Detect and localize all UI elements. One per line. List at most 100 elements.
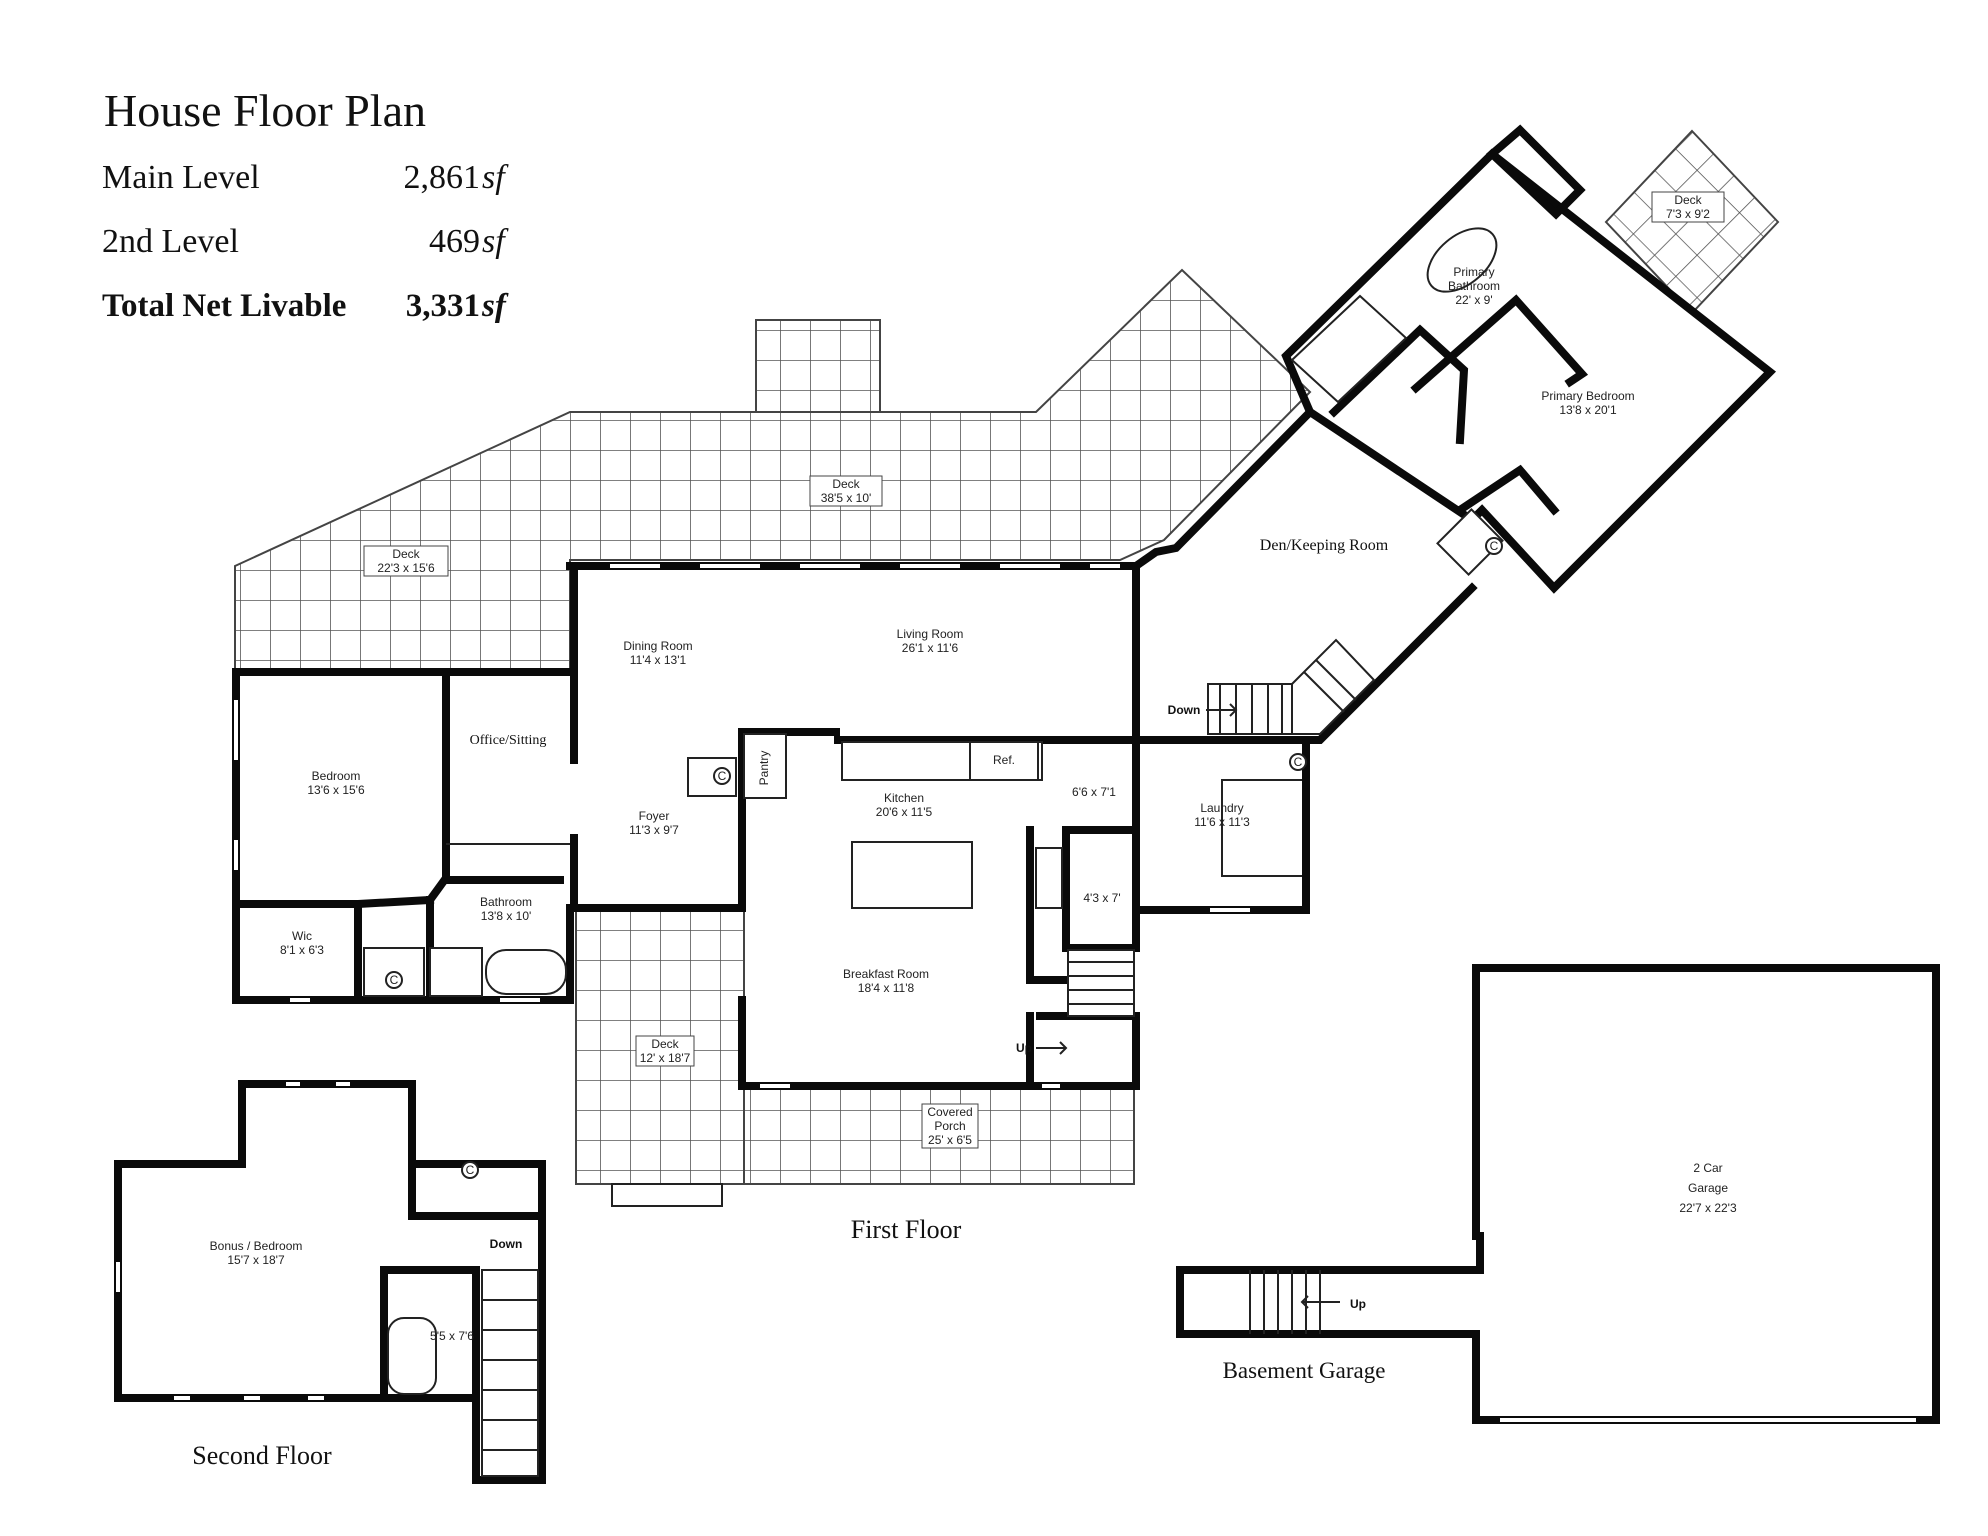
deck-front-name: Deck [651,1037,679,1051]
stair-main-down [1207,638,1376,735]
total-unit: sf [481,288,509,324]
den-name: Den/Keeping Room [1260,537,1389,554]
main-level-value: 2,861 [404,159,481,196]
primary-suite-wall [1281,148,1777,594]
breakfast-name: Breakfast Room [843,967,929,981]
closet-c-second-mark: C [466,1163,475,1177]
stair-second-down [481,1269,539,1477]
primary-bedroom-name: Primary Bedroom [1541,389,1634,403]
deck-left-size: 22'3 x 15'6 [377,561,435,575]
decks [234,129,1780,1207]
stair-main-up [1067,949,1135,1017]
wic-name: Wic [292,929,312,943]
ref-name: Ref. [993,753,1015,767]
range [1035,847,1063,909]
deck-left-name: Deck [392,547,420,561]
bedroom-name: Bedroom [312,769,361,783]
closet-c-laundry-mark: C [1294,755,1303,769]
floor-captions: First Floor Second Floor Basement Garage [192,1215,1385,1470]
bedroom-wing-wall [232,668,574,1004]
deck-right-size: 7'3 x 9'2 [1666,207,1710,221]
garage-walls [1176,964,1940,1424]
second-level-unit: sf [482,223,509,260]
stair-down-main-label: Down [1168,703,1201,717]
half-bath-size: 4'3 x 7' [1083,891,1120,905]
deck-stairs [755,319,881,413]
closet-c-foyer-mark: C [718,769,727,783]
den-rear-wall [1130,406,1316,572]
deck-center-size: 38'5 x 10' [821,491,872,505]
bonus-size: 15'7 x 18'7 [227,1253,285,1267]
second-level-label: 2nd Level [102,223,239,260]
bathroom-name: Bathroom [480,895,532,909]
bathroom-size: 13'8 x 10' [481,909,532,923]
bedroom-size: 13'6 x 15'6 [307,783,365,797]
garage-size: 22'7 x 22'3 [1679,1201,1737,1215]
second-floor-outline [114,1080,546,1484]
dining-size: 11'4 x 13'1 [630,653,687,667]
caption-first-floor: First Floor [851,1215,962,1244]
first-floor-walls [232,124,1777,1090]
dining-name: Dining Room [623,639,692,653]
total-value: 3,331 [406,288,480,324]
laundry-size: 11'6 x 11'3 [1194,815,1250,829]
stair-up-main-label: Up [1016,1041,1032,1055]
closet-c-primary-mark: C [1490,539,1499,553]
plan-header: House Floor Plan Main Level 2,861 sf 2nd… [102,85,509,324]
garage-name1: 2 Car [1693,1161,1722,1175]
pantry-name: Pantry [757,751,771,786]
bath-shower [429,947,483,997]
porch-name2: Porch [934,1119,965,1133]
deck-front-size: 12' x 18'7 [640,1051,691,1065]
kitchen-size: 20'6 x 11'5 [876,805,933,819]
main-level-label: Main Level [102,159,260,196]
primary-bathroom-name2: Bathroom [1448,279,1500,293]
porch-size: 25' x 6'5 [928,1133,972,1147]
closet-marks: C C C C C [385,537,1503,1179]
total-label: Total Net Livable [102,288,346,324]
closet-c-primary [1436,508,1504,576]
deck-right-name: Deck [1674,193,1702,207]
primary-shower [1290,294,1408,404]
bonus-name: Bonus / Bedroom [210,1239,303,1253]
primary-bathroom-name1: Primary [1453,265,1494,279]
caption-second-floor: Second Floor [192,1441,332,1470]
stair-up-basement-label: Up [1350,1297,1366,1311]
stair-basement-up [1249,1270,1321,1334]
primary-tub [1426,227,1498,293]
mud-size: 6'6 x 7'1 [1072,785,1116,799]
upper-bath-size: 5'5 x 7'6 [430,1329,474,1343]
caption-basement-garage: Basement Garage [1223,1358,1386,1383]
pantry-box [743,733,787,799]
kitchen-name: Kitchen [884,791,924,805]
refrigerator [969,741,1039,781]
foyer-size: 11'3 x 9'7 [629,823,679,837]
deck-center-name: Deck [832,477,860,491]
living-name: Living Room [897,627,964,641]
second-floor-walls [114,1080,546,1484]
main-level-unit: sf [482,159,509,196]
primary-bathroom-size: 22' x 9' [1455,293,1492,307]
foyer-name: Foyer [639,809,670,823]
office-name: Office/Sitting [470,733,547,748]
wic-size: 8'1 x 6'3 [280,943,324,957]
stair-down-second-label: Down [490,1237,523,1251]
stair-labels: Down Up Down Up [490,703,1366,1311]
living-size: 26'1 x 11'6 [902,641,959,655]
plan-title: House Floor Plan [104,85,426,136]
garage-name2: Garage [1688,1181,1728,1195]
laundry-name: Laundry [1200,801,1243,815]
garage-outline [1176,964,1940,1424]
laundry-counter [1221,779,1307,877]
deck-front-step [611,1183,723,1207]
den-front-wall [1302,582,1478,744]
room-labels: Deck 22'3 x 15'6 Deck 38'5 x 10' Deck 7'… [210,191,1737,1343]
bath-tub [485,949,567,995]
closet-c-bedroom-mark: C [390,973,399,987]
primary-wc [1486,124,1586,220]
porch-name1: Covered [927,1105,972,1119]
primary-bedroom-size: 13'8 x 20'1 [1559,403,1617,417]
second-level-value: 469 [429,223,480,260]
kitchen-island [851,841,973,909]
